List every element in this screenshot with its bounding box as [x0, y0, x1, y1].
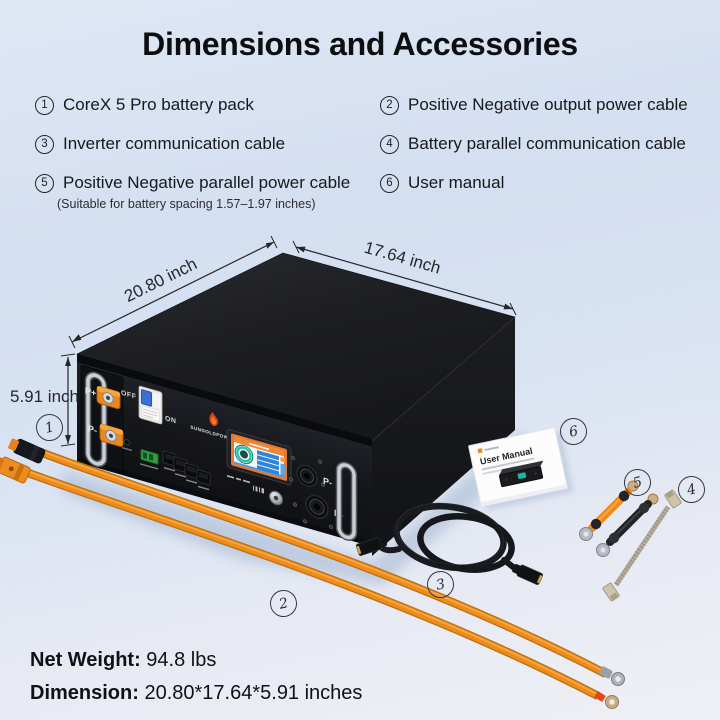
net-weight-value: 94.8 lbs	[146, 649, 217, 671]
legend-label-1: CoreX 5 Pro battery pack	[63, 95, 254, 114]
spec-summary: Net Weight: 94.8 lbs Dimension: 20.80*17…	[30, 649, 362, 715]
legend-label-2: Positive Negative output power cable	[408, 95, 688, 114]
terminal-positive-label: P+	[85, 385, 96, 398]
output-power-cables	[0, 438, 625, 709]
round-knob	[269, 490, 283, 506]
comm-cable-connector-top	[664, 489, 682, 509]
port-1	[162, 450, 177, 472]
dimension-height: 5.91 inch	[10, 353, 79, 447]
front-right-section: P- P-	[288, 455, 358, 541]
display-screen	[226, 429, 292, 486]
panel-screws	[288, 455, 334, 530]
legend-note-spacing: (Suitable for battery spacing 1.57–1.97 …	[57, 197, 316, 211]
parallel-cable-orange	[579, 480, 639, 541]
legend-item-parallel-comm-cable: 4 Battery parallel communication cable	[380, 134, 686, 154]
legend-num-5: 5	[35, 174, 54, 193]
legend-item-parallel-power-cable: 5 Positive Negative parallel power cable	[35, 173, 350, 193]
battery-pack: P+ P- OFF	[76, 252, 516, 556]
dimension-row: Dimension: 20.80*17.64*5.91 inches	[30, 682, 362, 705]
dimension-value: 20.80*17.64*5.91 inches	[144, 682, 363, 704]
screen-data-rows	[234, 450, 285, 478]
comm-cable-connector-bottom	[602, 582, 620, 602]
manual-logo-icon	[477, 448, 483, 454]
breaker-on-label: ON	[165, 414, 176, 425]
legend-label-5: Positive Negative parallel power cable	[63, 173, 351, 192]
battery-front-panel: P+ P- OFF	[77, 354, 372, 547]
legend-num-6: 6	[380, 174, 399, 193]
breaker-switch	[138, 385, 163, 425]
legend-item-output-cable: 2 Positive Negative output power cable	[380, 95, 688, 115]
output-cable-upper-connector	[8, 438, 46, 464]
output-cable-upper-lug	[599, 666, 625, 686]
battery-edge-highlight	[371, 316, 516, 442]
legend-label-6: User manual	[408, 173, 505, 192]
left-handle	[84, 371, 108, 468]
negative-terminal	[99, 423, 124, 447]
legend-item-battery: 1 CoreX 5 Pro battery pack	[35, 95, 254, 115]
right-handle	[335, 461, 358, 541]
legend-num-1: 1	[35, 96, 54, 115]
dimension-depth-label: 17.64 inch	[362, 238, 443, 278]
legend-item-user-manual: 6 User manual	[380, 173, 504, 193]
dimension-height-label: 5.91 inch	[10, 387, 79, 406]
battery-shadow	[60, 432, 536, 586]
comm-ports	[162, 450, 211, 491]
parallel-cable-black	[596, 493, 659, 557]
legend-num-4: 4	[380, 135, 399, 154]
parallel-comm-cable	[602, 489, 682, 602]
legend-label-3: Inverter communication cable	[63, 134, 286, 153]
reset-button	[122, 439, 132, 452]
legend-label-4: Battery parallel communication cable	[408, 134, 686, 153]
output-cable-lower-connector	[0, 456, 31, 484]
soc-gauge	[234, 444, 254, 465]
rj45-connector-left	[355, 537, 388, 556]
output-cable-upper	[8, 438, 625, 686]
positive-terminal	[96, 385, 121, 410]
inverter-comm-cable	[355, 502, 543, 585]
side-negative-connector-lower	[305, 494, 329, 520]
legend-num-3: 3	[35, 135, 54, 154]
net-weight-label: Net Weight:	[30, 649, 141, 671]
manual-battery-picture	[499, 460, 544, 488]
terminal-negative-label: P-	[88, 423, 97, 435]
screen-alert-icon	[280, 456, 285, 463]
user-manual: User Manual	[468, 427, 574, 511]
page-title: Dimensions and Accessories	[142, 26, 578, 62]
green-terminal-block	[140, 449, 159, 470]
net-weight-row: Net Weight: 94.8 lbs	[30, 649, 362, 672]
side-negative-label-upper: P-	[323, 476, 332, 488]
legend-item-inverter-cable: 3 Inverter communication cable	[35, 134, 285, 154]
parallel-power-cables	[579, 480, 659, 557]
dimension-label: Dimension:	[30, 682, 139, 704]
legend-num-2: 2	[380, 96, 399, 115]
side-negative-connector-upper	[296, 464, 318, 488]
rj45-connector-right	[512, 564, 543, 585]
output-cable-lower-lug	[594, 691, 619, 709]
output-cable-lower	[0, 456, 619, 709]
port-4	[196, 469, 211, 491]
certification-marks	[227, 475, 264, 494]
battery-side-face	[372, 317, 515, 556]
